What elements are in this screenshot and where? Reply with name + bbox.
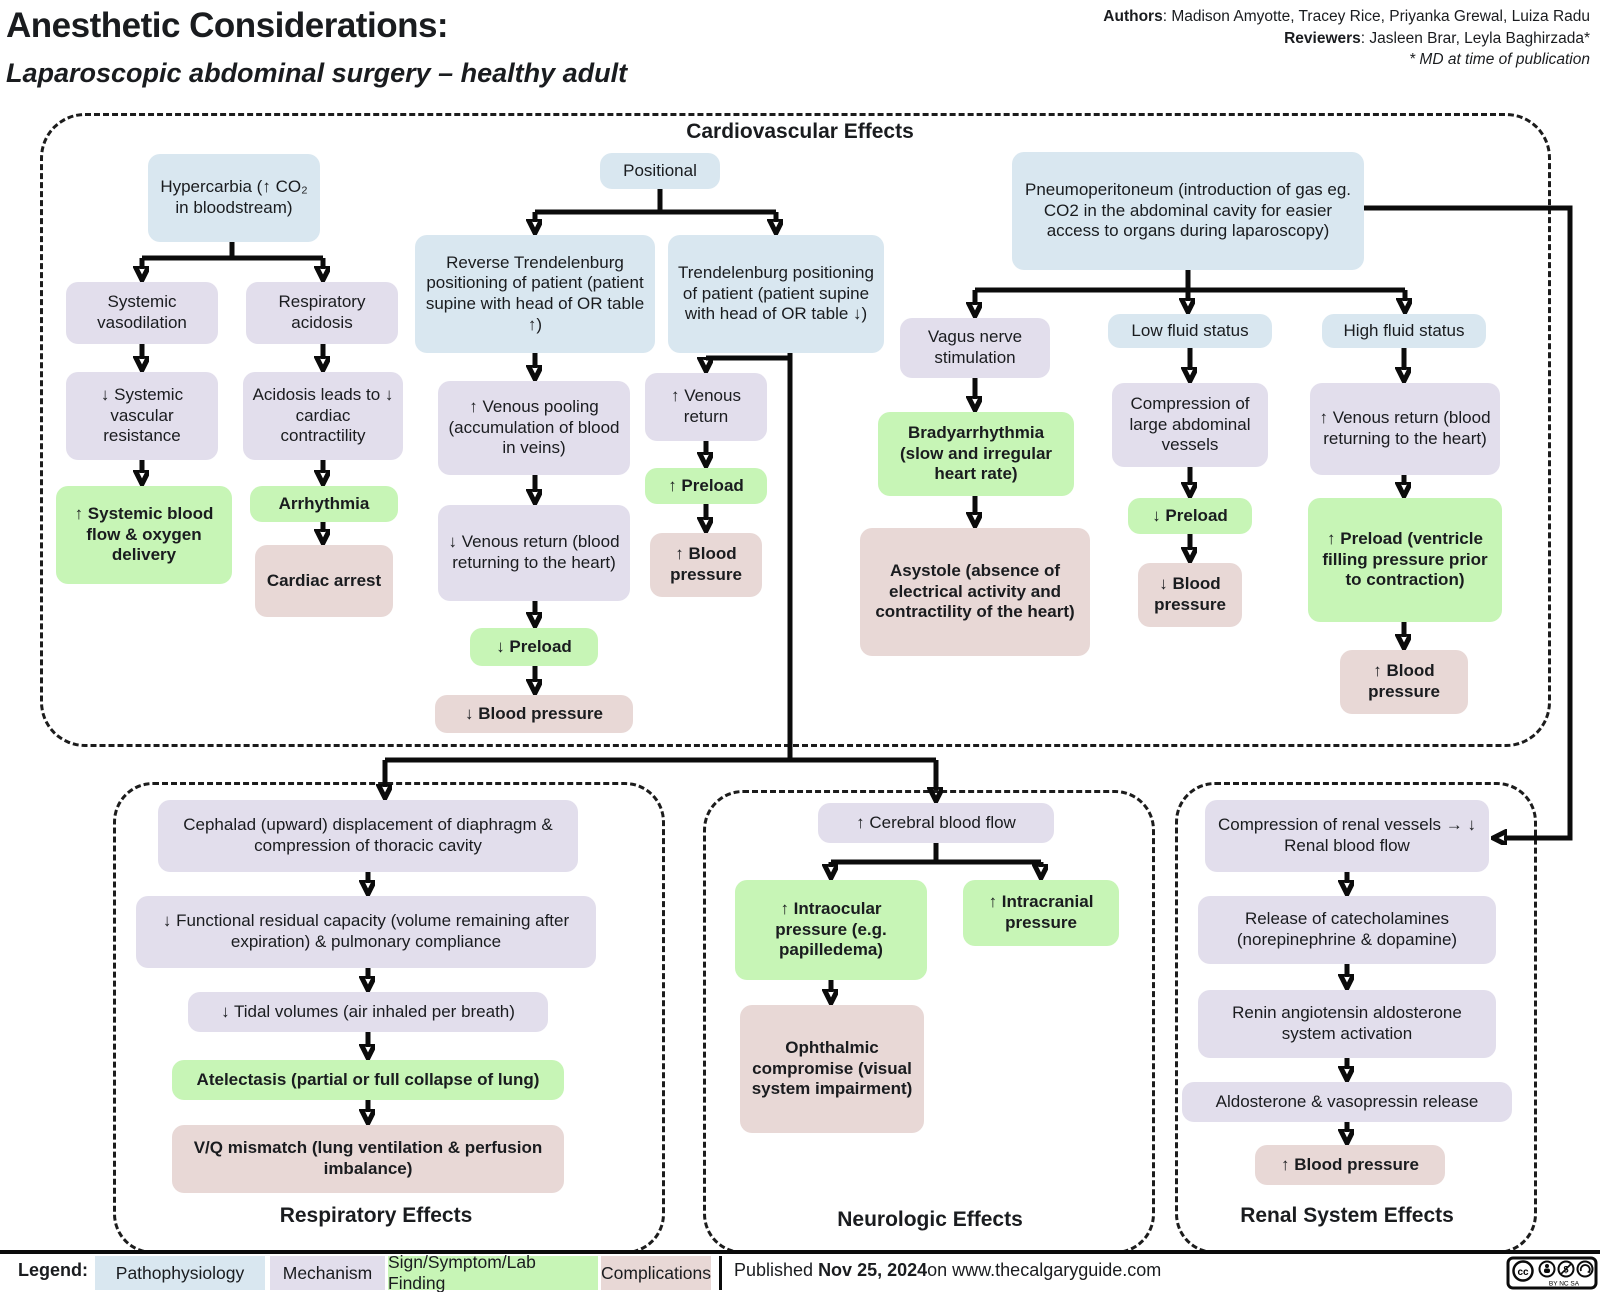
node-bp-up-renal: ↑ Blood pressure [1255,1145,1445,1185]
node-acidosis-contractility: Acidosis leads to ↓ cardiac contractilit… [243,372,403,460]
node-abdominal-compression: Compression of large abdominal vessels [1112,383,1268,467]
legend-item-pathophysiology: Pathophysiology [95,1256,265,1290]
node-respiratory-acidosis: Respiratory acidosis [246,282,398,344]
node-bp-down-2: ↓ Blood pressure [1138,563,1242,627]
legend-item-sign-symptom: Sign/Symptom/Lab Finding [388,1252,598,1292]
node-cerebral-blood-flow: ↑ Cerebral blood flow [818,803,1054,843]
node-high-fluid-status: High fluid status [1322,314,1486,348]
node-atelectasis: Atelectasis (partial or full collapse of… [172,1060,564,1100]
cc-license-badge: cc $ BY NC SA [1506,1256,1598,1292]
node-cardiac-arrest: Cardiac arrest [255,545,393,617]
node-tidal-volumes-down: ↓ Tidal volumes (air inhaled per breath) [188,992,548,1032]
legend-divider-line [0,1250,1600,1254]
share-alike-icon [1576,1260,1594,1278]
node-preload-down-2: ↓ Preload [1128,498,1252,534]
node-trendelenburg: Trendelenburg positioning of patient (pa… [668,235,884,353]
page-subtitle: Laparoscopic abdominal surgery – healthy… [6,58,628,88]
cc-icon: cc [1512,1260,1534,1282]
node-frc-down: ↓ Functional residual capacity (volume r… [136,896,596,968]
person-icon [1538,1260,1556,1278]
node-reverse-trendelenburg: Reverse Trendelenburg positioning of pat… [415,235,655,353]
node-cephalad-displacement: Cephalad (upward) displacement of diaphr… [158,800,578,872]
respiratory-title: Respiratory Effects [279,1204,473,1227]
node-hypercarbia: Hypercarbia (↑ CO₂ in bloodstream) [148,154,320,242]
cardiovascular-title: Cardiovascular Effects [686,120,914,143]
node-venous-pooling: ↑ Venous pooling (accumulation of blood … [438,381,630,475]
node-venous-return-up: ↑ Venous return [645,373,767,441]
node-intracranial-pressure: ↑ Intracranial pressure [963,880,1119,946]
node-low-fluid-status: Low fluid status [1108,314,1272,348]
node-catecholamines: Release of catecholamines (norepinephrin… [1198,896,1496,964]
legend-item-mechanism: Mechanism [270,1256,385,1290]
node-asystole: Asystole (absence of electrical activity… [860,528,1090,656]
cc-badge-text: BY NC SA [1549,1281,1580,1288]
node-renal-compression: Compression of renal vessels → ↓ Renal b… [1205,800,1489,872]
node-positional: Positional [600,153,720,189]
page-title: Anesthetic Considerations: [6,6,449,45]
legend-bar: Legend: Pathophysiology Mechanism Sign/S… [0,1252,1600,1292]
node-bradyarrhythmia: Bradyarrhythmia (slow and irregular hear… [878,412,1074,496]
node-bp-up-2: ↑ Blood pressure [1340,650,1468,714]
node-systemic-vasodilation: Systemic vasodilation [66,282,218,344]
svg-text:cc: cc [1517,1267,1529,1278]
node-raas-activation: Renin angiotensin aldosterone system act… [1198,990,1496,1058]
neurologic-title: Neurologic Effects [837,1208,1023,1231]
node-intraocular-pressure: ↑ Intraocular pressure (e.g. papilledema… [735,880,927,980]
credits-footnote: * MD at time of publication [1409,51,1590,69]
node-preload-up-2: ↑ Preload (ventricle filling pressure pr… [1308,498,1502,622]
node-venous-return-down: ↓ Venous return (blood returning to the … [438,505,630,601]
node-svr-down: ↓ Systemic vascular resistance [66,372,218,460]
published-date: Nov 25, 2024 [818,1260,928,1280]
no-dollar-icon: $ [1557,1260,1575,1278]
node-systemic-blood-flow: ↑ Systemic blood flow & oxygen delivery [56,486,232,584]
published-line: Published Nov 25, 2024on www.thecalgaryg… [734,1260,1162,1280]
node-vagus-stimulation: Vagus nerve stimulation [900,318,1050,378]
node-preload-down-1: ↓ Preload [470,628,598,666]
node-preload-up: ↑ Preload [645,468,767,504]
node-pneumoperitoneum: Pneumoperitoneum (introduction of gas eg… [1012,152,1364,270]
node-bp-down-1: ↓ Blood pressure [435,695,633,733]
legend-label: Legend: [18,1260,88,1280]
credits-block: Authors: Madison Amyotte, Tracey Rice, P… [1103,6,1590,71]
legend-item-complications: Complications [601,1256,711,1290]
node-ophthalmic-compromise: Ophthalmic compromise (visual system imp… [740,1005,924,1133]
reviewers-line: Reviewers: Jasleen Brar, Leyla Baghirzad… [1284,29,1590,47]
node-aldosterone-vasopressin: Aldosterone & vasopressin release [1182,1082,1512,1122]
node-arrhythmia: Arrhythmia [250,486,398,522]
node-bp-up-1: ↑ Blood pressure [650,533,762,597]
legend-separator [719,1256,722,1290]
node-venous-return-up-2: ↑ Venous return (blood returning to the … [1310,383,1500,475]
node-vq-mismatch: V/Q mismatch (lung ventilation & perfusi… [172,1125,564,1193]
authors-line: Authors: Madison Amyotte, Tracey Rice, P… [1103,8,1590,25]
renal-title: Renal System Effects [1240,1204,1454,1227]
